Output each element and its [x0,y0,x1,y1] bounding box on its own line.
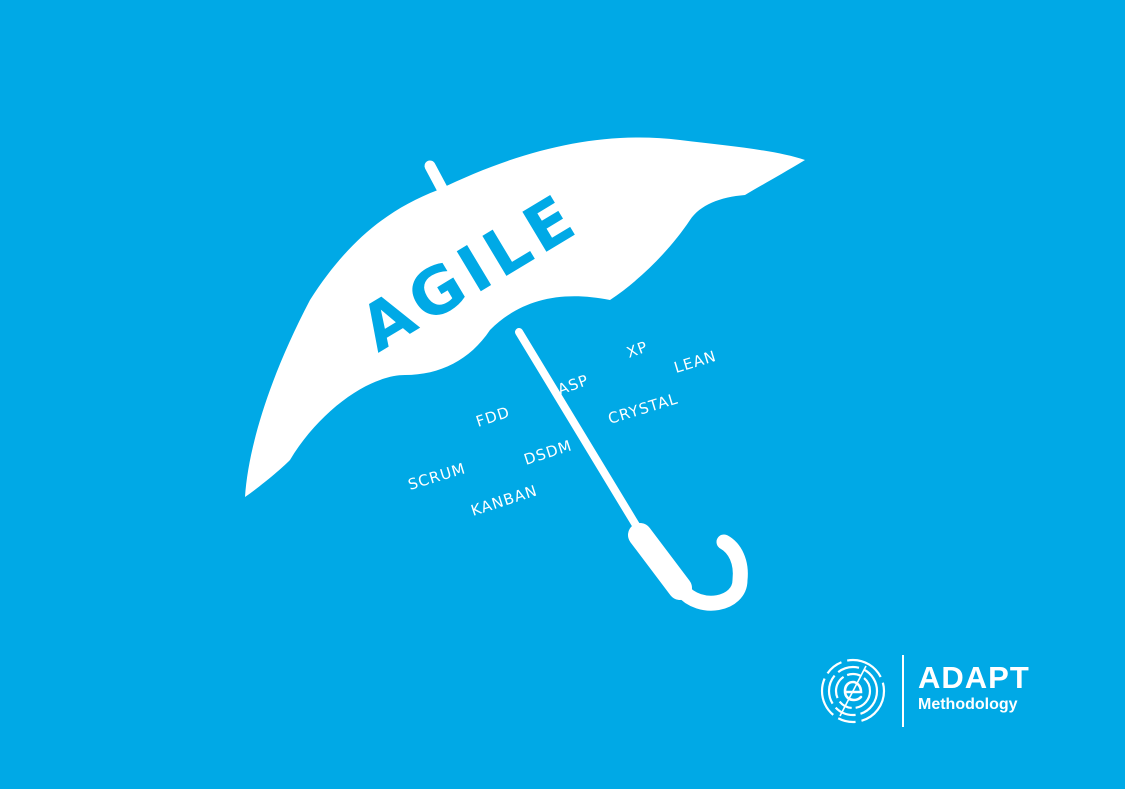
method-label-asp: ASP [555,371,591,399]
brand-name: ADAPT [918,660,1030,695]
umbrella-canopy [245,137,805,497]
method-label-kanban: KANBAN [469,481,540,519]
brand-block: ADAPT Methodology [820,655,1050,730]
method-label-fdd: FDD [474,403,513,431]
method-label-lean: LEAN [672,347,719,377]
method-label-dsdm: DSDM [522,436,575,468]
method-label-crystal: CRYSTAL [606,389,680,427]
umbrella-hook [674,534,748,611]
brand-divider [902,655,904,727]
adapt-logo-icon [820,658,886,724]
brand-subtitle: Methodology [918,696,1018,713]
umbrella-grip [628,523,692,600]
umbrella-shaft [515,328,652,549]
method-label-xp: XP [624,338,650,362]
method-label-scrum: SCRUM [406,459,468,494]
